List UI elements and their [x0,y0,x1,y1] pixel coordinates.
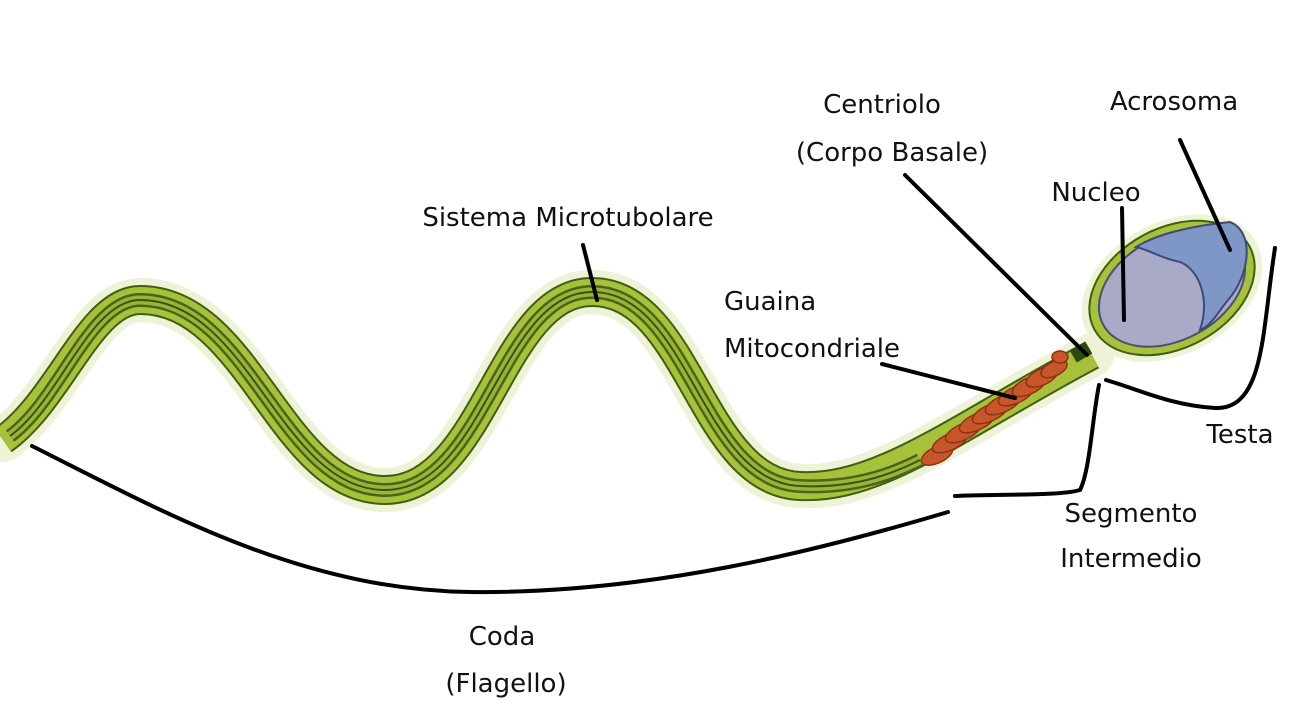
leader-lines [30,138,1277,595]
label-guaina: Guaina [724,287,816,317]
label-nucleo: Nucleo [1051,178,1140,208]
mitochondrial-sheath [920,350,1069,466]
label-corpo-basale: (Corpo Basale) [796,138,988,168]
label-sistema-microtubolare: Sistema Microtubolare [422,203,713,233]
label-segmento: Segmento [1065,499,1198,529]
label-flagello: (Flagello) [445,669,566,699]
flagellum [0,269,1114,513]
label-testa: Testa [1205,420,1273,450]
centriole-shape [1069,341,1093,363]
label-acrosoma: Acrosoma [1110,87,1238,117]
label-centriolo: Centriolo [823,90,941,120]
label-mitocondriale: Mitocondriale [724,334,900,364]
label-coda: Coda [469,622,536,652]
label-intermedio: Intermedio [1060,544,1202,574]
labels: Centriolo (Corpo Basale) Acrosoma Nucleo… [422,87,1273,699]
